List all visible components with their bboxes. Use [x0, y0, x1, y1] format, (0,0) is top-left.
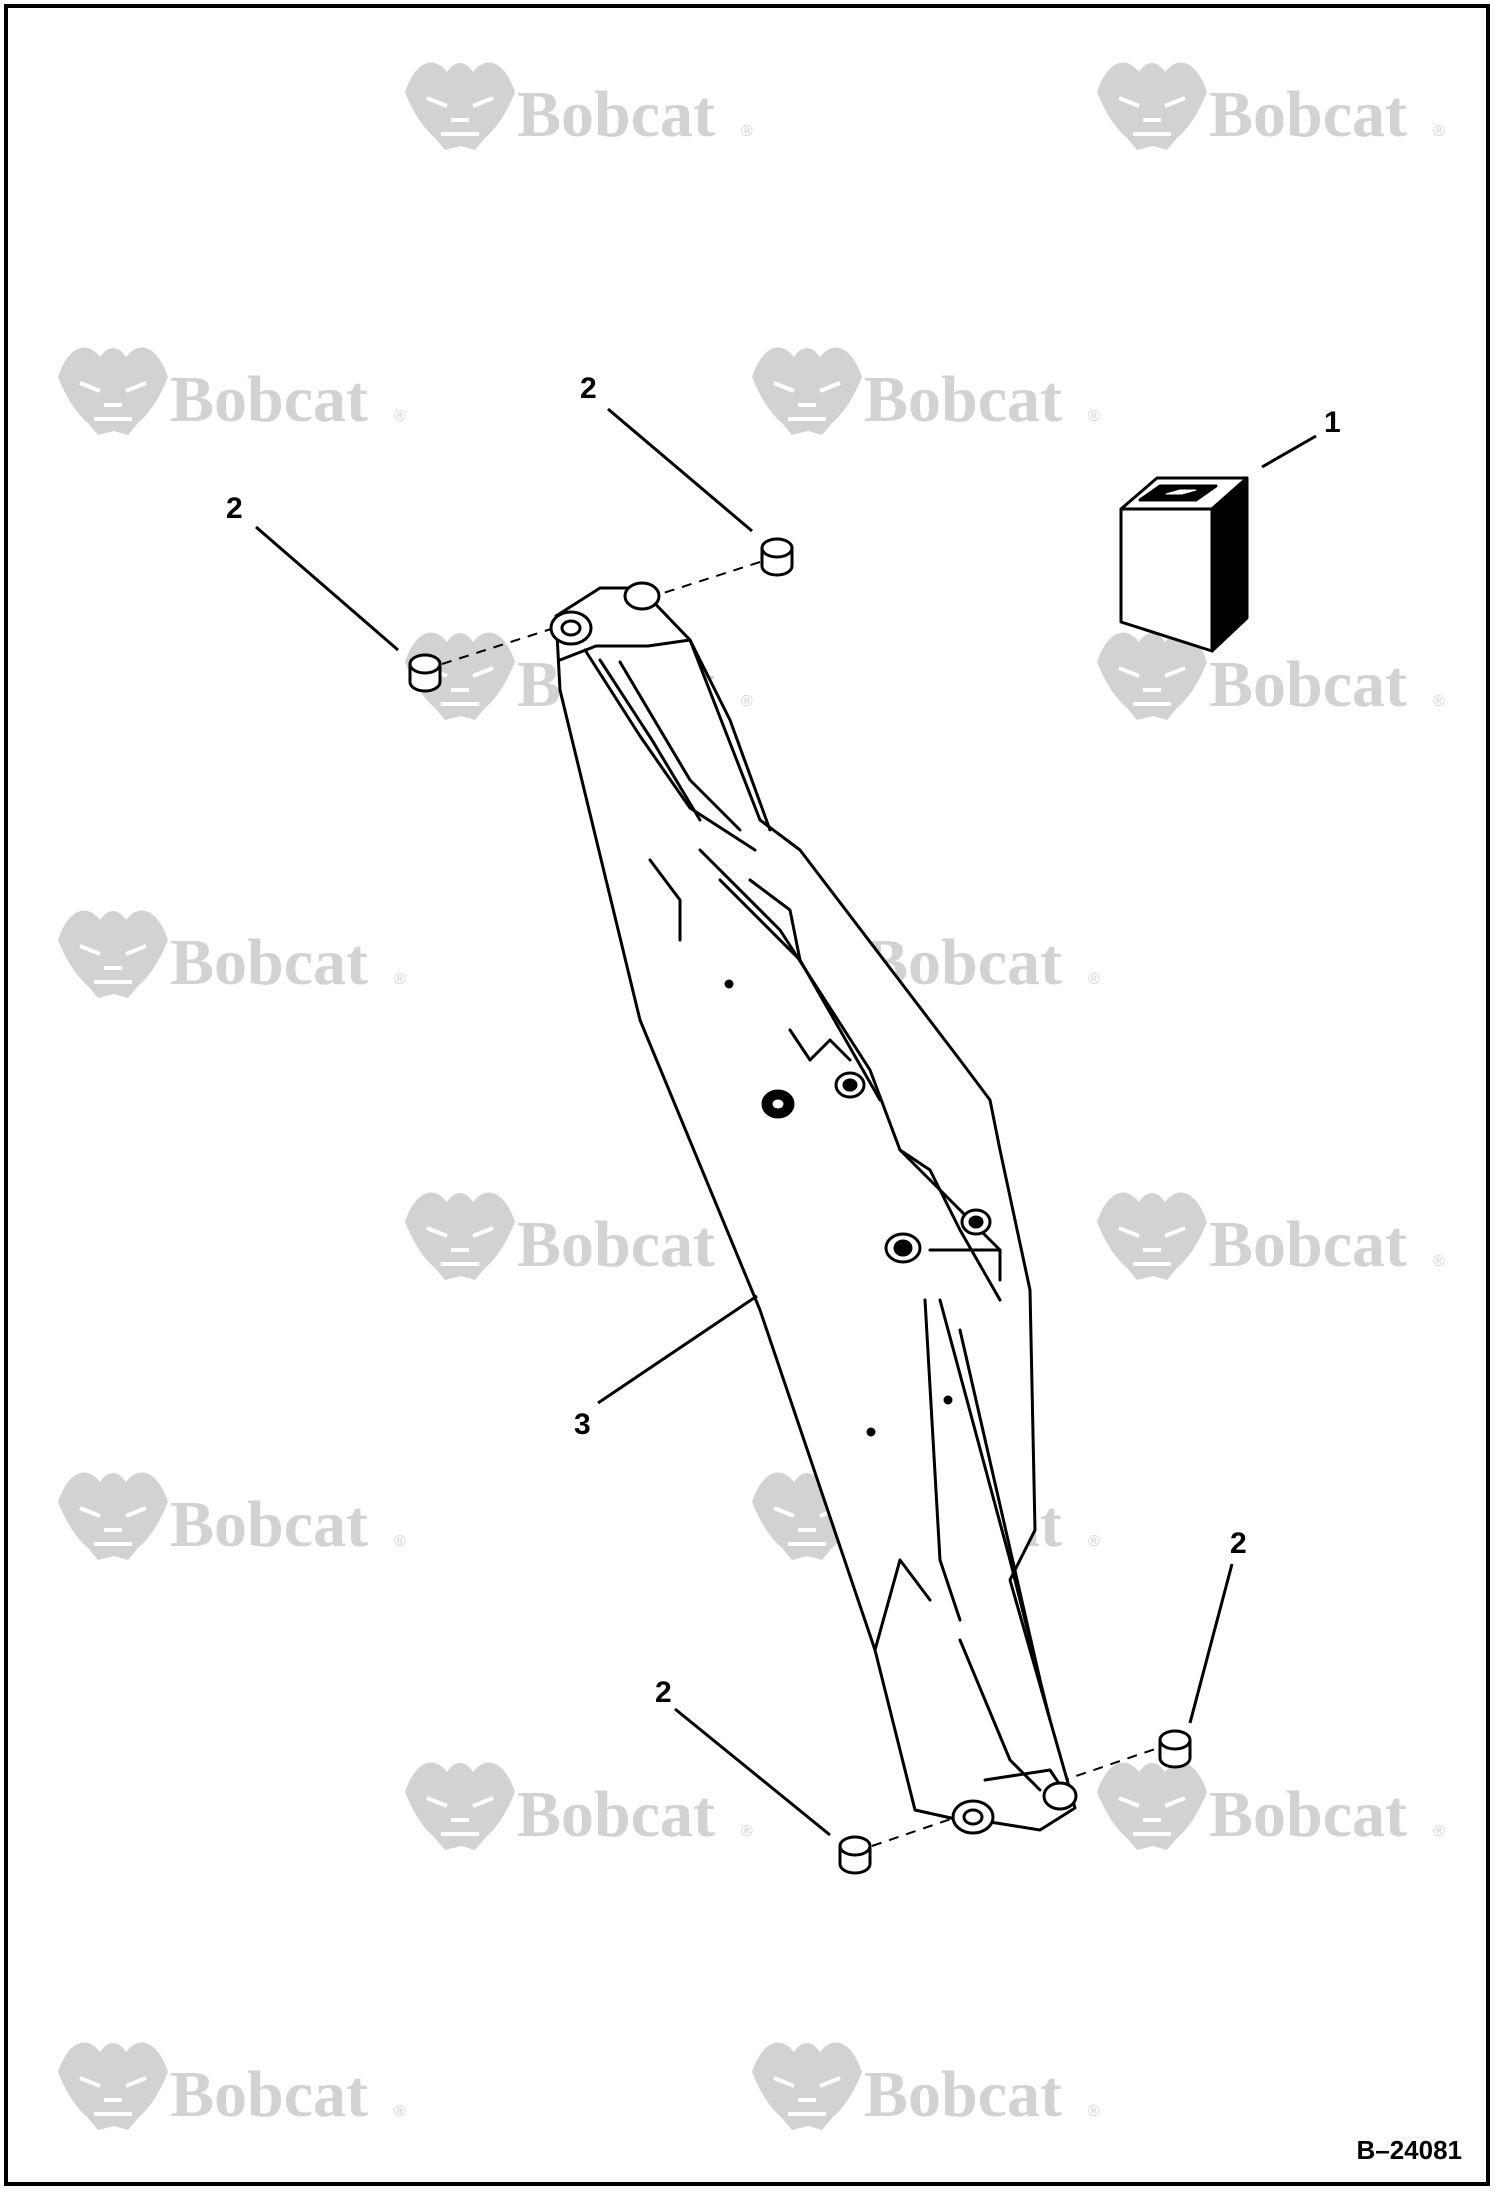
watermark-brand: Bobcat	[170, 363, 368, 436]
watermark-brand: Bobcat	[864, 363, 1062, 436]
watermark-registered-mark: ®	[741, 693, 753, 710]
watermark-registered-mark: ®	[394, 408, 406, 425]
watermark-registered-mark: ®	[1433, 693, 1445, 710]
bobcat-logo-icon	[56, 908, 170, 1000]
bobcat-logo-icon	[1095, 60, 1209, 152]
bobcat-logo-icon	[750, 2040, 864, 2132]
bobcat-watermark: Bobcat ®	[1095, 1760, 1445, 1852]
callout-2-bottom-right: 2	[1230, 1527, 1247, 1560]
bobcat-logo-icon	[403, 1190, 517, 1282]
watermark-registered-mark: ®	[394, 971, 406, 988]
watermark-brand: Bobcat	[517, 1208, 715, 1281]
leader-lines	[255, 407, 1317, 1837]
bobcat-watermark: Bobcat ®	[403, 1760, 753, 1852]
watermark-brand: Bobcat	[517, 1778, 715, 1851]
bobcat-logo-icon	[1095, 1760, 1209, 1852]
bushing-top-right	[760, 537, 794, 577]
watermark-registered-mark: ®	[394, 1533, 406, 1550]
watermark-registered-mark: ®	[1433, 1253, 1445, 1270]
bobcat-watermark: Bobcat ®	[1095, 60, 1445, 152]
watermark-brand: Bobcat	[864, 2058, 1062, 2131]
bobcat-watermark: Bobcat ®	[1095, 1190, 1445, 1282]
bushing-bottom-left	[838, 1835, 872, 1875]
watermark-registered-mark: ®	[1433, 1823, 1445, 1840]
bobcat-logo-icon	[403, 1760, 517, 1852]
watermark-brand: Bobcat	[1209, 1778, 1407, 1851]
part-3-arm	[549, 581, 1078, 1835]
bobcat-logo-icon	[750, 345, 864, 437]
watermark-brand: Bobcat	[170, 1488, 368, 1561]
bobcat-watermark: Bobcat ®	[403, 60, 753, 152]
callout-2-bottom-left: 2	[655, 1676, 672, 1709]
callout-1: 1	[1324, 406, 1341, 439]
part-1-cover	[1119, 476, 1249, 653]
watermark-brand: Bobcat	[1209, 78, 1407, 151]
bushing-top-left	[408, 653, 442, 693]
watermark-registered-mark: ®	[1433, 123, 1445, 140]
drawing-number: B–24081	[1356, 2135, 1462, 2165]
bobcat-logo-icon	[1095, 1190, 1209, 1282]
bobcat-watermark: Bobcat ®	[750, 2040, 1100, 2132]
bobcat-logo-icon	[56, 1470, 170, 1562]
watermark-registered-mark: ®	[1088, 1533, 1100, 1550]
watermark-brand: Bobcat	[1209, 1208, 1407, 1281]
watermark-registered-mark: ®	[1088, 2103, 1100, 2120]
bobcat-watermark: Bobcat ®	[56, 345, 406, 437]
watermark-brand: Bobcat	[170, 2058, 368, 2131]
watermark-registered-mark: ®	[394, 2103, 406, 2120]
bobcat-watermark: Bobcat ®	[56, 1470, 406, 1562]
bobcat-logo-icon	[403, 60, 517, 152]
bobcat-logo-icon	[56, 345, 170, 437]
watermark-registered-mark: ®	[741, 123, 753, 140]
bobcat-watermark: Bobcat ®	[750, 345, 1100, 437]
bobcat-logo-icon	[56, 2040, 170, 2132]
bobcat-watermark: Bobcat ®	[56, 2040, 406, 2132]
callout-2-top-right: 2	[580, 372, 597, 405]
watermark-brand: Bobcat	[1209, 648, 1407, 721]
bobcat-watermark: Bobcat ®	[56, 908, 406, 1000]
watermark-brand: Bobcat	[517, 78, 715, 151]
callout-3: 3	[574, 1408, 591, 1441]
watermark-registered-mark: ®	[741, 1823, 753, 1840]
bobcat-watermark: Bobcat®	[403, 1190, 753, 1282]
watermark-brand: Bobcat	[170, 926, 368, 999]
watermark-registered-mark: ®	[1088, 971, 1100, 988]
bobcat-watermark: Bobcat ®	[1095, 630, 1445, 722]
bushing-bottom-right	[1158, 1729, 1192, 1769]
watermark-registered-mark: ®	[1088, 408, 1100, 425]
callout-2-top-left: 2	[226, 492, 243, 525]
